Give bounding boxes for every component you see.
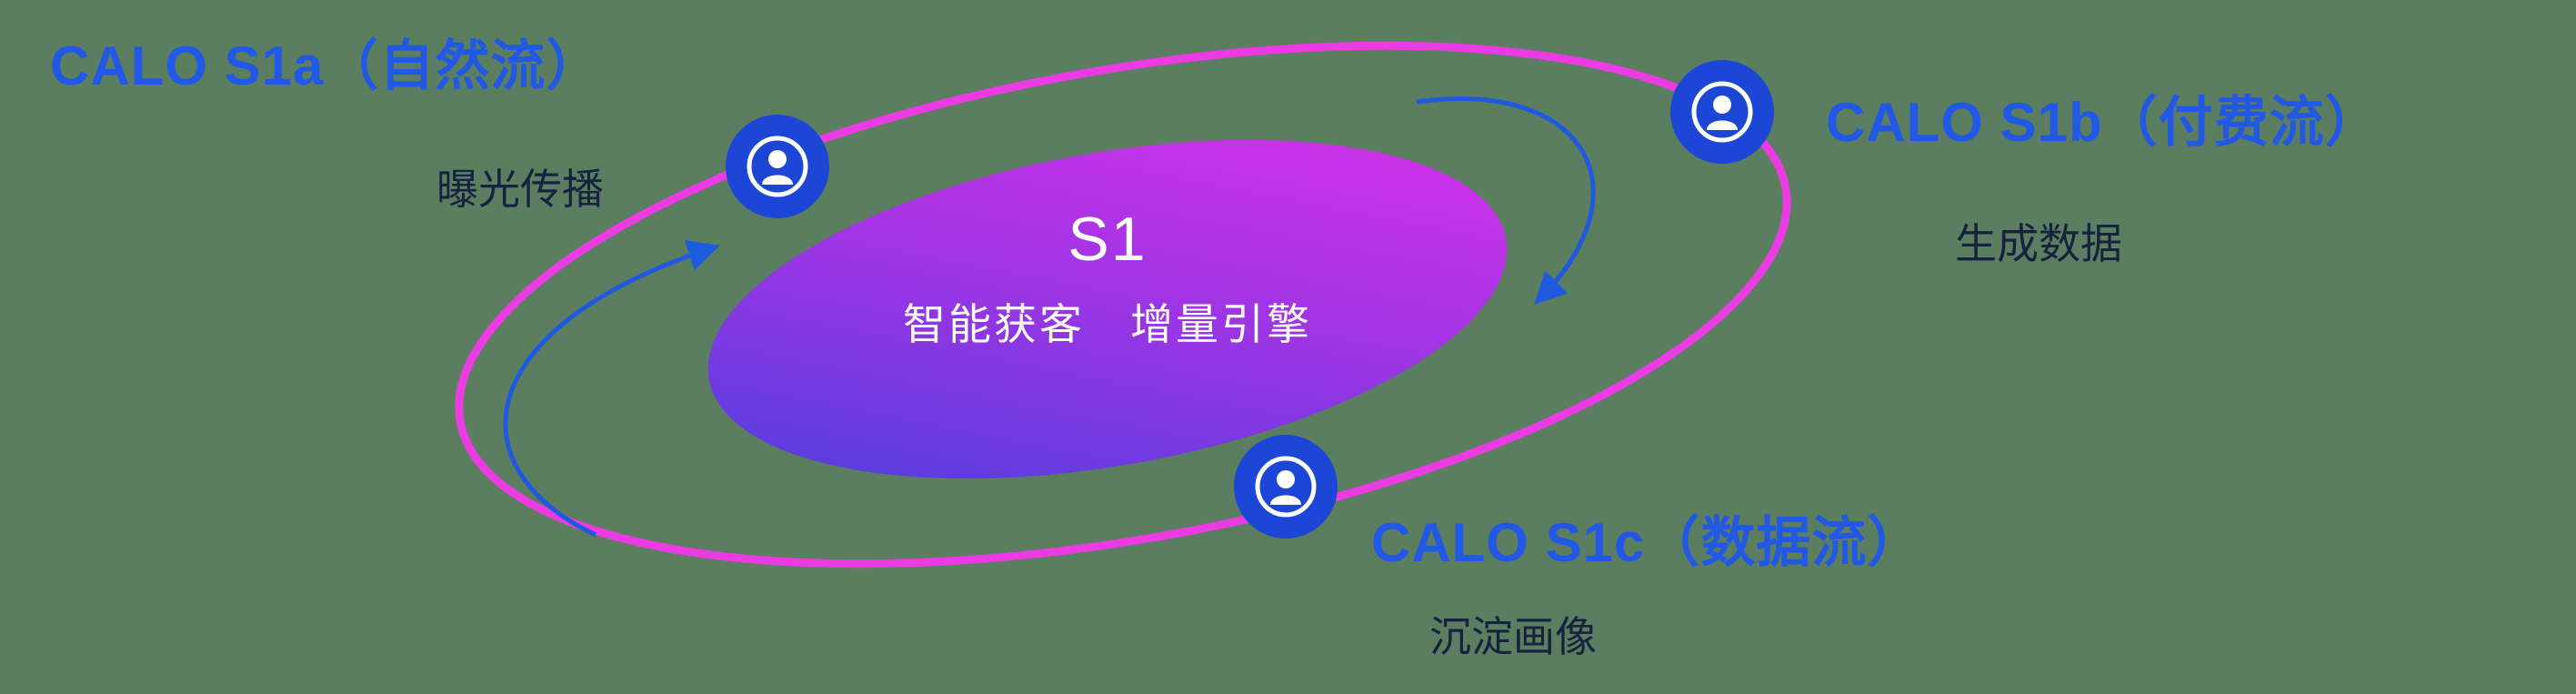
user-icon: [726, 115, 829, 218]
node-s1c: [1234, 435, 1338, 538]
core-title: S1: [1067, 205, 1148, 274]
user-icon: [1670, 60, 1774, 164]
node-s1c-subtitle: 沉淀画像: [1429, 613, 1597, 660]
orbit-ring: [455, 41, 1791, 568]
user-icon: [1234, 435, 1338, 538]
core-subtitle: 智能获客 增量引擎: [903, 300, 1312, 348]
center-core-label: S1 智能获客 增量引擎: [835, 204, 1380, 352]
node-s1b-title: CALO S1b（付费流）: [1826, 92, 2381, 153]
center-ellipse: [707, 139, 1508, 479]
node-s1c-title: CALO S1c（数据流）: [1371, 512, 1923, 573]
node-s1b-subtitle: 生成数据: [1955, 220, 2122, 267]
node-s1a-title: CALO S1a（自然流）: [50, 35, 602, 96]
node-s1a-subtitle: 曝光传播: [436, 166, 604, 213]
flow-arrow-left-up-icon: [503, 240, 720, 538]
node-s1b: [1670, 60, 1774, 164]
node-s1a: [726, 115, 829, 218]
flow-arrow-top-right-down-icon: [1416, 96, 1596, 305]
